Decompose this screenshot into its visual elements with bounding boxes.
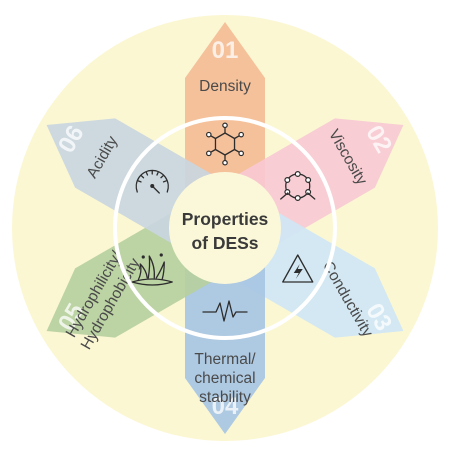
petal-label-density: Density (199, 78, 251, 95)
petal-label-line: chemical (194, 370, 255, 387)
petal-label-thermal: Thermal/chemical stability (194, 351, 256, 406)
gauge-icon (135, 169, 169, 194)
inner-ring (113, 116, 337, 340)
petal-label-line: Thermal/ (194, 351, 256, 368)
center-disc (169, 172, 281, 284)
ring-molecule-icon (280, 171, 316, 202)
lightning-warning-icon (282, 254, 314, 283)
pulse-wave-icon (202, 300, 248, 322)
icons-group (131, 122, 316, 322)
center-title-line1: Properties (182, 209, 269, 229)
water-splash-icon (131, 253, 173, 286)
petal-label-line: stability (199, 389, 251, 406)
petal-number-density: 01 (212, 37, 239, 64)
hexagon-molecule-icon (206, 122, 244, 166)
petal-label-line: Density (199, 78, 251, 95)
center-title-line2: of DESs (191, 233, 258, 253)
petal-number-thermal: 04 (212, 393, 239, 420)
